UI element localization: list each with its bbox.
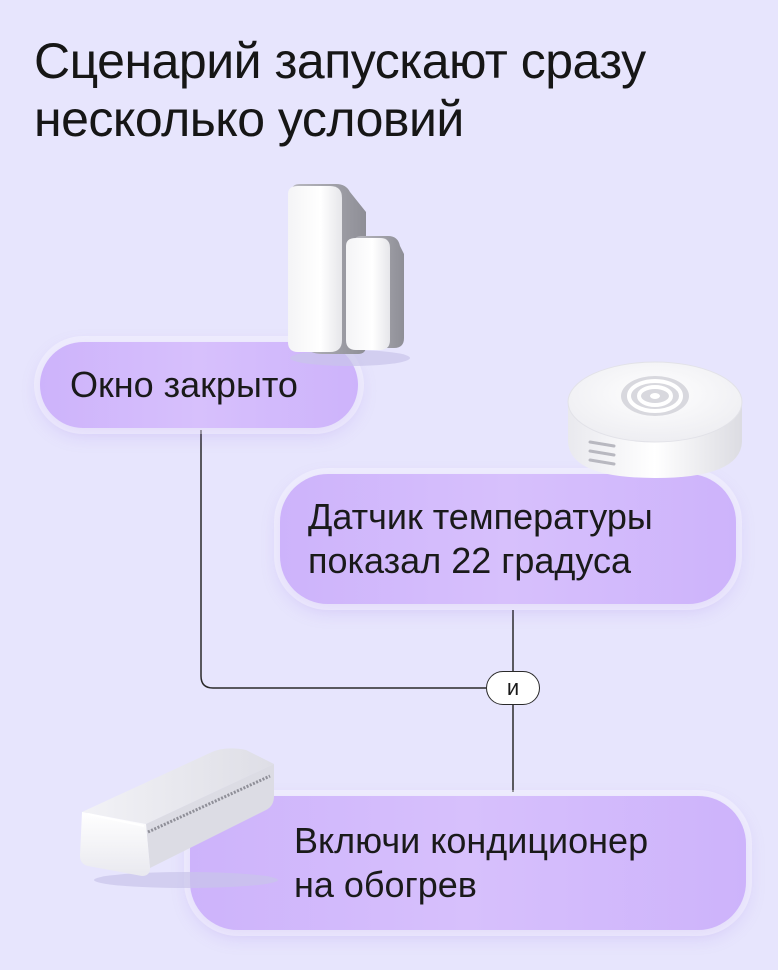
action-label-line: Включи кондиционер: [294, 820, 649, 861]
and-operator-badge: и: [486, 671, 540, 705]
page-title: Сценарий запускают сразу несколько услов…: [34, 32, 754, 148]
action-label: Включи кондиционер на обогрев: [294, 819, 648, 907]
condition-label: Окно закрыто: [70, 363, 298, 407]
condition-label-line: Датчик температуры: [308, 496, 653, 537]
connector-window: [200, 430, 486, 689]
window-door-sensor-icon: [288, 184, 410, 366]
condition-label: Датчик температуры показал 22 градуса: [308, 495, 653, 583]
condition-label-line: показал 22 градуса: [308, 540, 632, 581]
title-line-2: несколько условий: [34, 91, 464, 147]
condition-label-line: Окно закрыто: [70, 364, 298, 405]
title-line-1: Сценарий запускают сразу: [34, 33, 646, 89]
action-label-line: на обогрев: [294, 864, 477, 905]
air-conditioner-icon: [80, 748, 278, 888]
condition-temperature: Датчик температуры показал 22 градуса: [280, 474, 736, 604]
temperature-sensor-icon: [567, 361, 743, 478]
action-ac-heating: Включи кондиционер на обогрев: [190, 796, 746, 930]
